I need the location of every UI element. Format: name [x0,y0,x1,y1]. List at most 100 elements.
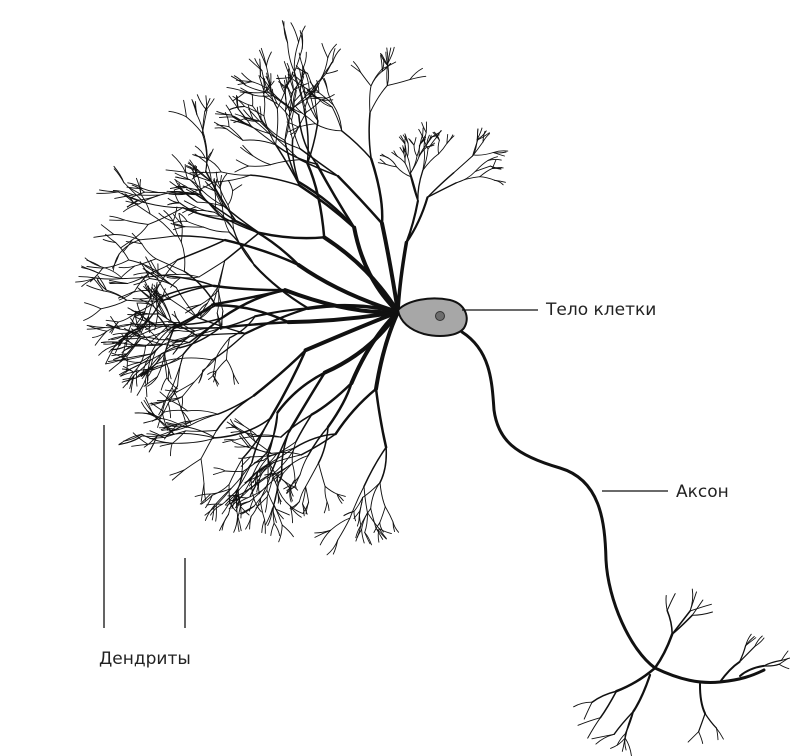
dendrite-branch [228,497,241,510]
dendrite-branch [738,645,756,663]
dendrite-branch [159,417,183,427]
dendrite-branch [135,368,149,379]
dendrite-branch [106,323,121,330]
dendrite-branch [364,512,368,533]
dendrite-branch [370,508,377,529]
dendrite-branch [234,220,300,267]
dendrite-branch [234,418,244,427]
dendrite-branch [446,134,454,144]
dendrite-branch [249,515,252,530]
dendrite-branch [244,118,261,122]
dendrite-branch [745,637,757,647]
dendrite-branch [337,517,351,541]
dendrite-branch [210,503,223,516]
dendrite-branch [155,358,181,365]
dendrite-branch [155,258,185,272]
dendrite-branch [320,57,329,80]
dendrite-branch [115,242,130,261]
dendrite-branch [314,529,331,538]
dendrite-branch [200,289,219,306]
dendrite-branch [153,288,163,303]
dendrite-branch [599,690,618,719]
dendrite-branch [217,394,255,415]
dendrite-branch [141,360,148,376]
dendrite-branch [336,493,343,504]
dendrite-branch [479,176,496,181]
dendrite-branch [259,470,273,500]
dendrite-branch [250,174,301,187]
dendrite-branch [169,298,198,318]
dendrite-branch [185,429,218,432]
dendrite-branch [118,435,143,446]
dendrite-branch [147,412,161,419]
dendrite-branch [277,491,282,505]
dendrite-branch [315,162,356,229]
dendrite-branch [698,731,704,744]
dendrite-branch [120,239,133,249]
dendrite-branch [666,609,673,635]
dendrite-branch [233,117,247,124]
dendrite-branch [264,519,266,534]
dendrite-branch [141,275,150,292]
dendrite-branch [254,307,310,318]
dendrite-branch [121,265,136,278]
dendrite-branch [150,326,174,355]
dendrite-branch [474,165,491,172]
dendrite-branch [294,474,301,488]
dendrite-branch [144,265,159,275]
dendrite-branch [385,163,398,168]
dendrite-branch [176,381,195,393]
dendrite-branch [435,130,442,139]
dendrite-branch [166,423,178,426]
dendrite-branch [139,336,160,341]
dendrite-branch [111,335,123,341]
dendrite-branch [577,717,601,726]
dendrite-branch [306,120,319,165]
dendrite-branch [332,48,336,63]
dendrite-branch [171,313,181,323]
dendrite-branch [309,82,320,97]
dendrite-branch [275,108,279,146]
dendrite-branch [131,223,149,241]
dendrite-branch [273,522,281,537]
dendrite-branch [408,138,415,146]
dendrite-branch [409,67,423,81]
dendrite-branch [302,51,307,69]
dendrite-branch [169,185,186,189]
dendrite-branch [284,111,291,141]
dendrite-branch [104,323,132,329]
dendrite-branch [270,447,296,463]
dendrite-branch [279,82,286,95]
dendrite-branch [332,104,343,132]
dendrite-branch [248,470,259,482]
dendrite-branch [271,508,277,523]
dendrite-branch [182,206,237,223]
dendrite-branch [404,143,408,158]
dendrite-branch [160,274,215,287]
dendrite-branch [206,503,223,506]
dendrite-branch [134,310,145,314]
dendrite-branch [162,335,198,345]
dendrite-branch [263,93,266,117]
dendrite-branch [455,176,481,184]
dendrite-branch [299,158,339,177]
dendrite-branch [237,500,251,506]
dendrite-branch [286,62,292,78]
dendrite-branch [165,169,186,173]
dendrite-branch [198,260,226,278]
dendrite-branch [231,494,237,509]
dendrite-branch [671,610,691,635]
dendrite-branch [230,119,247,126]
dendrite-branch [306,97,319,99]
dendrite-branch [105,289,128,301]
dendrite-branch [227,179,234,192]
dendrite-branch [253,264,310,310]
dendrite-branch [170,443,173,457]
dendrite-branch [235,470,244,493]
dendrite-branch [405,196,429,244]
dendrite-branch [89,267,104,283]
dendrite-branch [169,399,188,412]
dendrite-branch [226,86,246,93]
dendrite-branch [266,489,277,510]
dendrite-branch [179,327,221,349]
